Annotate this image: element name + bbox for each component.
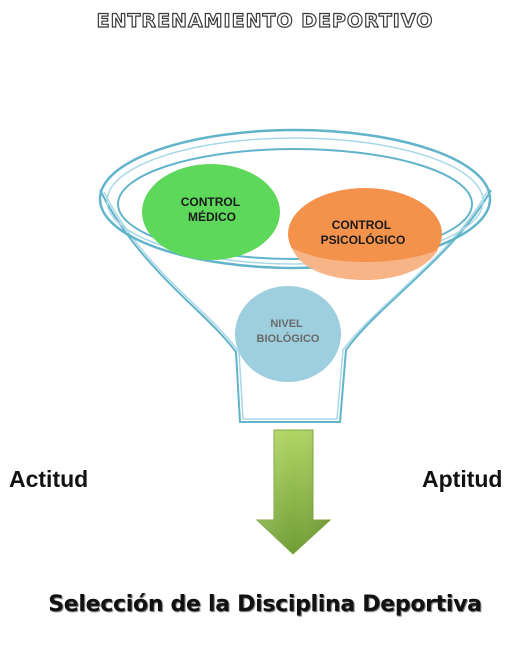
nivel-biologico-line2: BIOLÓGICO <box>257 332 320 345</box>
control-medico-line2: MÉDICO <box>188 209 236 224</box>
nivel-biologico-line1: NIVEL <box>270 318 303 330</box>
nivel-biologico-circle <box>235 286 341 382</box>
down-arrow-shade <box>257 430 330 554</box>
funnel-rim-middle <box>106 137 484 265</box>
nivel-biologico-label: NIVEL BIOLÓGICO <box>257 318 320 345</box>
control-medico-label: CONTROL MÉDICO <box>181 195 243 224</box>
funnel-rim-outer <box>98 128 492 270</box>
funnel-body-inner-line <box>103 191 488 420</box>
control-psicologico-circle <box>288 188 442 280</box>
control-medico-circle <box>142 164 280 260</box>
aptitud-label: Aptitud <box>422 466 503 492</box>
control-psicologico-lower-part <box>292 248 438 280</box>
actitud-label: Actitud <box>9 466 89 492</box>
control-psicologico-line2: PSICOLÓGICO <box>321 232 406 247</box>
control-psicologico-line1: CONTROL <box>332 218 391 232</box>
control-psicologico-label: CONTROL PSICOLÓGICO <box>321 218 406 247</box>
funnel-rim-inner <box>117 148 473 260</box>
control-medico-line1: CONTROL <box>181 195 240 209</box>
result-label: Selección de la Disciplina Deportiva <box>48 592 482 617</box>
page-title: ENTRENAMIENTO DEPORTIVO <box>96 9 434 32</box>
